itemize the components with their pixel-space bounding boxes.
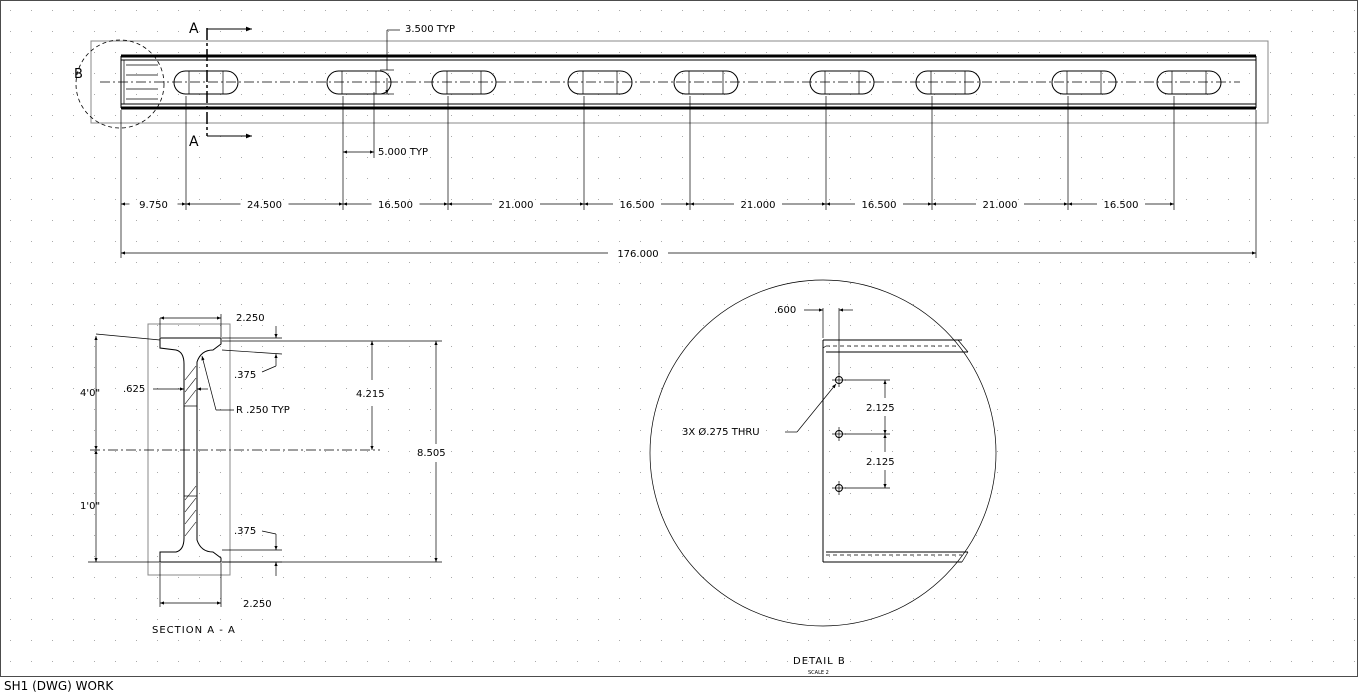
lower-span-dim: 1'0" (80, 501, 100, 512)
detail-boundary-circle (649, 279, 997, 627)
chain-dimensions: 9.750 24.500 16.500 21.000 16.500 21.000 16.50… (121, 96, 1175, 211)
slot-4 (567, 70, 633, 95)
slot-5 (673, 70, 739, 95)
slot-6 (809, 70, 875, 95)
slot-7 (915, 70, 981, 95)
slot-group (173, 70, 1222, 95)
detail-scale: SCALE 2 (808, 670, 829, 676)
flange-thk-top: .375 (234, 370, 256, 381)
flange-width-top: 2.250 (236, 313, 265, 324)
hole-callout: 3X Ø.275 THRU (682, 426, 760, 438)
cut-label-bottom: A (189, 134, 199, 150)
section-boundary (147, 323, 231, 576)
chain-dim-1: 9.750 (139, 200, 168, 211)
channel-profile (159, 337, 222, 563)
fillet-radius: R .250 TYP (236, 405, 290, 416)
flange-width-bottom: 2.250 (243, 599, 272, 610)
flange-thk-bottom: .375 (234, 526, 256, 537)
slot-8 (1051, 70, 1117, 95)
hole-spacing-2: 2.125 (866, 457, 895, 468)
section-title: SECTION A - A (152, 625, 236, 636)
cut-label-top: A (189, 21, 199, 37)
slot-1 (173, 70, 239, 95)
sheet-border (0, 0, 1358, 677)
top-view: B A A 3.500 TYP 5.000 TYP 9.750 24.500 16.… (74, 21, 1269, 260)
status-bar: SH1 (DWG) WORK (4, 679, 114, 693)
hole-spacing-1: 2.125 (866, 403, 895, 414)
chain-dim-6: 21.000 (741, 200, 776, 211)
chain-dim-4: 21.000 (499, 200, 534, 211)
overall-length-dim: 176.000 (617, 249, 658, 260)
detail-title: DETAIL B (793, 656, 846, 667)
slot-pitch-callout: 5.000 TYP (378, 147, 428, 158)
detail-b-circle (75, 39, 165, 129)
chain-dim-8: 21.000 (983, 200, 1018, 211)
upper-span-dim: 4'0" (80, 388, 100, 399)
detail-view: .600 3X Ø.275 THRU 2.125 2.125 DETAIL B … (649, 279, 997, 676)
edge-distance-dim: .600 (774, 305, 796, 316)
detail-b-tag: B (74, 67, 83, 82)
web-thk: .625 (123, 384, 145, 395)
chain-dim-9: 16.500 (1104, 200, 1139, 211)
overall-height-dim: 8.505 (417, 448, 446, 459)
chain-dim-5: 16.500 (620, 200, 655, 211)
section-hatch (184, 365, 197, 537)
background-grid (0, 0, 1360, 678)
slot-length-callout: 3.500 TYP (405, 24, 455, 35)
chain-dim-7: 16.500 (862, 200, 897, 211)
section-view: 2.250 2.250 .375 .375 .625 R .250 TYP (80, 313, 446, 636)
half-height-dim: 4.215 (356, 389, 385, 400)
detail-holes (832, 373, 846, 495)
chain-dim-3: 16.500 (378, 200, 413, 211)
slot-3 (431, 70, 497, 95)
chain-dim-2: 24.500 (247, 200, 282, 211)
slot-9 (1156, 70, 1222, 95)
view-boundary (90, 40, 1269, 124)
slot-2 (326, 70, 392, 95)
